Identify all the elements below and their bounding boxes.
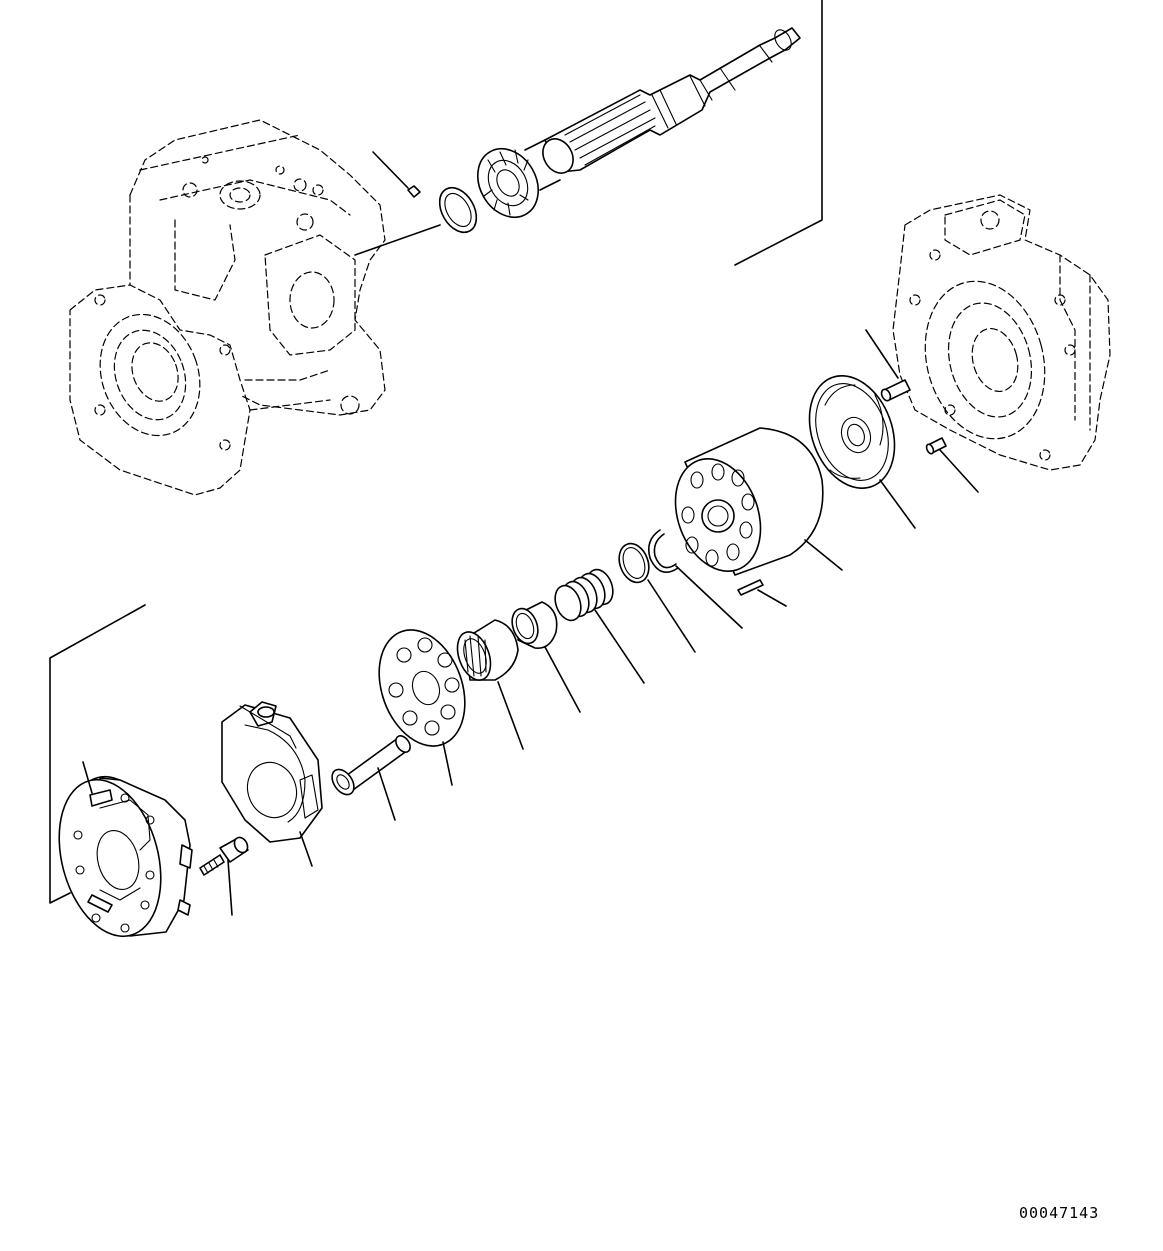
bushing <box>511 601 581 713</box>
swash-plate <box>221 701 323 867</box>
snap-ring-c <box>647 529 743 629</box>
dowel-pins <box>865 329 979 493</box>
cylinder-block <box>674 427 843 576</box>
leader-lines-upper <box>354 0 823 266</box>
retainer-plate <box>378 629 466 786</box>
front-cover <box>58 761 193 938</box>
bracket-line-left <box>49 604 146 904</box>
spherical-bushing <box>456 619 524 750</box>
ring-thin <box>618 542 696 653</box>
guide-pin <box>331 735 411 821</box>
key <box>372 151 421 198</box>
pump-housing-left-phantom <box>69 119 386 496</box>
snap-ring-shaft <box>438 186 478 234</box>
drawing-number: 00047143 <box>1019 1204 1100 1222</box>
shaft-bearing <box>477 139 561 218</box>
pump-housing-right-phantom <box>892 194 1111 471</box>
valve-plate <box>808 375 916 529</box>
cylinder-pin <box>737 579 787 607</box>
bolt <box>199 836 249 916</box>
spring <box>554 568 645 684</box>
drive-shaft <box>542 27 801 174</box>
